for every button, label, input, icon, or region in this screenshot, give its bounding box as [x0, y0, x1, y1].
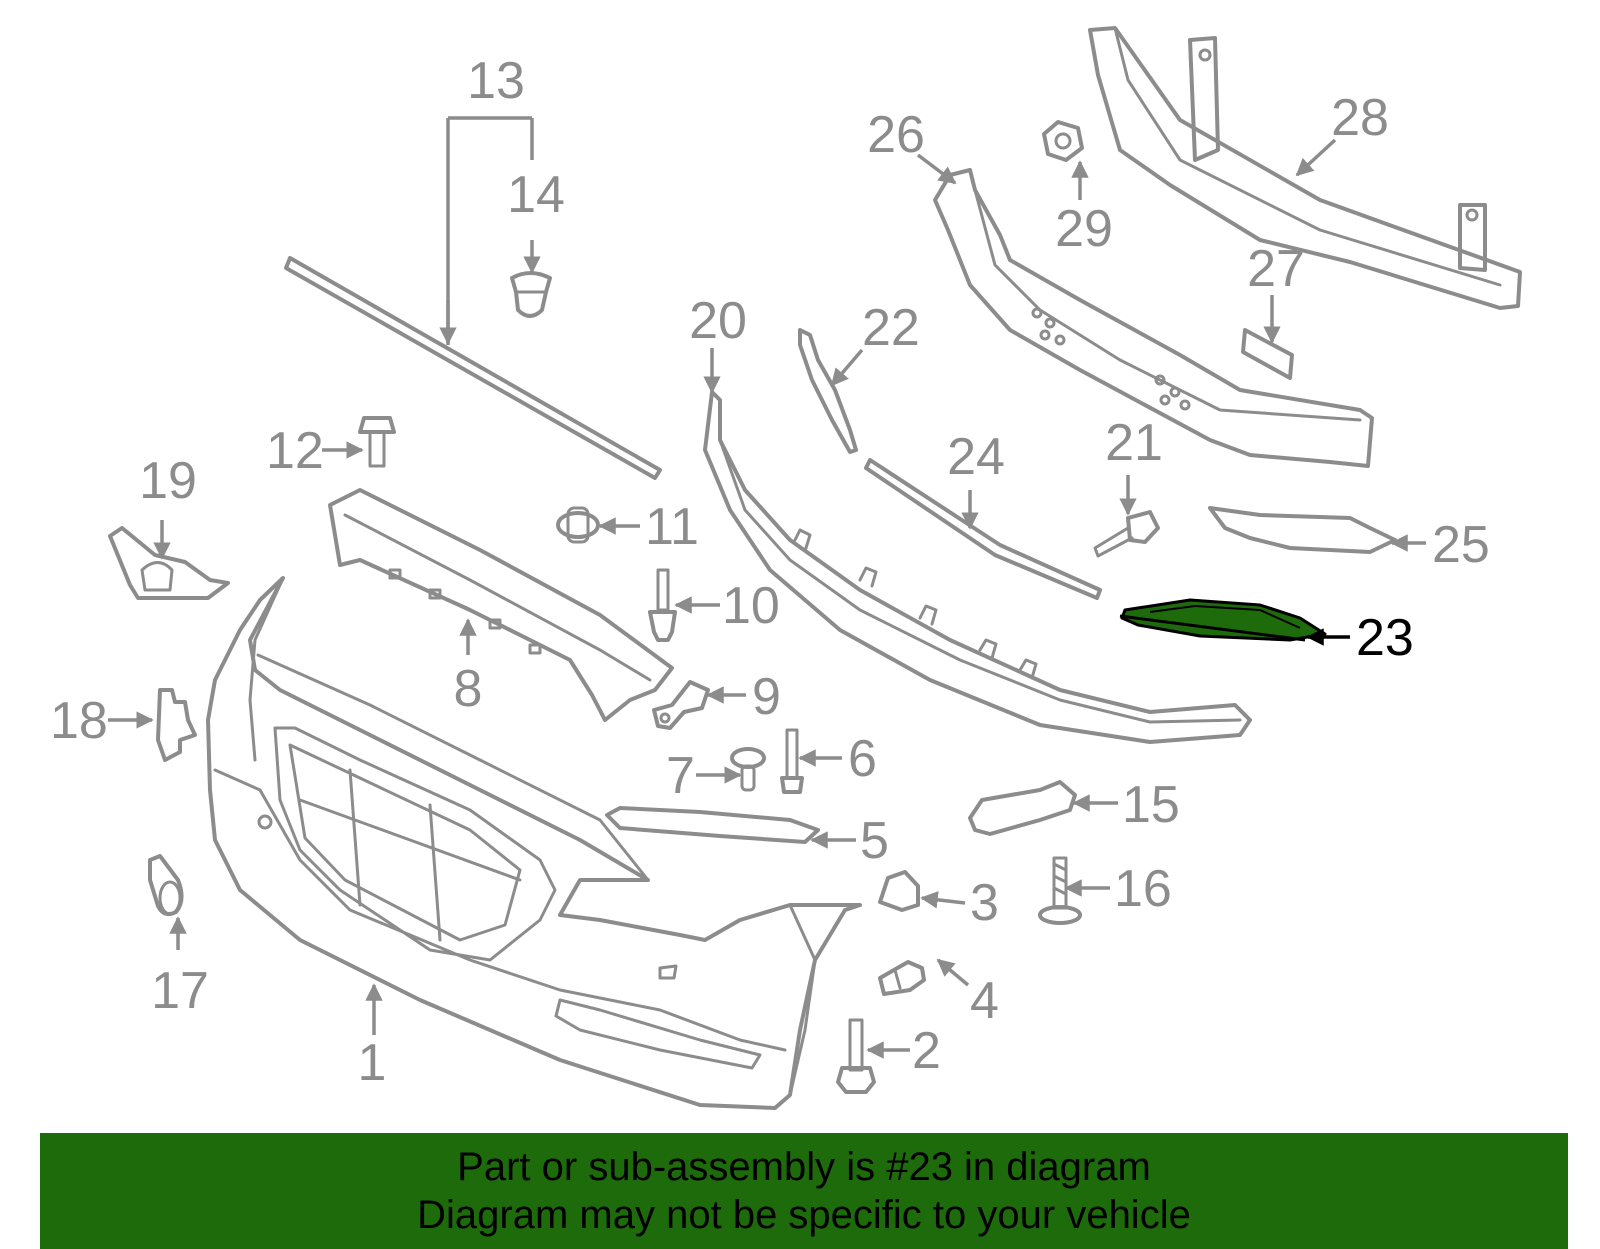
part-3-bracket: [878, 870, 920, 912]
part-15-bracket: [968, 780, 1077, 836]
callout-3[interactable]: 3: [970, 874, 999, 932]
part-29-nut: [1042, 120, 1084, 162]
part-25-bracket: [1208, 506, 1397, 554]
part-16-bolt: [1038, 856, 1082, 925]
info-banner: Part or sub-assembly is #23 in diagram D…: [40, 1133, 1568, 1249]
part-17-tow-cap: [148, 854, 184, 916]
callout-8[interactable]: 8: [454, 660, 483, 718]
part-9-bracket: [652, 680, 710, 730]
part-23-highlighted-cover[interactable]: [1119, 598, 1327, 642]
part-10-stud: [648, 568, 677, 642]
part-18-clip: [156, 688, 197, 762]
part-6-stud: [780, 728, 804, 794]
callout-21[interactable]: 21: [1105, 414, 1163, 472]
part-14-clip: [510, 271, 552, 318]
callout-2[interactable]: 2: [912, 1022, 941, 1080]
callout-18[interactable]: 18: [50, 692, 108, 750]
callout-7[interactable]: 7: [666, 747, 695, 805]
callout-20[interactable]: 20: [689, 292, 747, 350]
callout-29[interactable]: 29: [1055, 200, 1113, 258]
part-13-molding: [284, 256, 662, 480]
part-27-label: [1241, 328, 1294, 380]
banner-line-2: Diagram may not be specific to your vehi…: [417, 1193, 1191, 1237]
part-21-bolt: [1093, 510, 1160, 558]
part-19-bracket: [108, 526, 230, 600]
callout-27[interactable]: 27: [1247, 240, 1305, 298]
callout-24[interactable]: 24: [947, 428, 1005, 486]
callout-26[interactable]: 26: [867, 106, 925, 164]
callout-23[interactable]: 23: [1356, 609, 1414, 667]
part-11-clip: [556, 506, 600, 544]
part-4-clip: [878, 960, 926, 996]
callout-13[interactable]: 13: [467, 52, 525, 110]
callout-5[interactable]: 5: [860, 812, 889, 870]
callout-19[interactable]: 19: [139, 452, 197, 510]
part-1-bumper-cover: [206, 576, 862, 1110]
callout-labels: 1 2 3 4 5 6 7 8 9 10 11 12 13 14 15 16 1…: [50, 52, 1490, 1092]
part-28-reinforcement-beam: [1088, 26, 1522, 310]
part-5-trim: [605, 806, 820, 844]
callout-6[interactable]: 6: [848, 730, 877, 788]
part-20-lower-support: [703, 390, 1252, 744]
part-12-bolt: [358, 416, 396, 468]
callout-4[interactable]: 4: [970, 972, 999, 1030]
callout-12[interactable]: 12: [266, 422, 324, 480]
callout-9[interactable]: 9: [752, 668, 781, 726]
callout-28[interactable]: 28: [1331, 89, 1389, 147]
callout-1[interactable]: 1: [358, 1034, 387, 1092]
callout-17[interactable]: 17: [151, 962, 209, 1020]
part-8-bracket: [328, 488, 674, 722]
callout-16[interactable]: 16: [1114, 860, 1172, 918]
callout-25[interactable]: 25: [1432, 516, 1490, 574]
part-24-strip: [864, 458, 1102, 600]
banner-line-1: Part or sub-assembly is #23 in diagram: [457, 1145, 1151, 1189]
callout-11[interactable]: 11: [645, 498, 699, 556]
part-2-bolt: [836, 1018, 876, 1094]
part-7-clip: [730, 747, 766, 792]
callout-14[interactable]: 14: [507, 166, 565, 224]
callout-10[interactable]: 10: [722, 577, 780, 635]
callout-leaders: [108, 116, 1426, 1059]
part-22-bracket: [798, 328, 858, 454]
callout-15[interactable]: 15: [1122, 776, 1180, 834]
callout-22[interactable]: 22: [862, 299, 920, 357]
part-26-energy-absorber: [933, 168, 1374, 468]
